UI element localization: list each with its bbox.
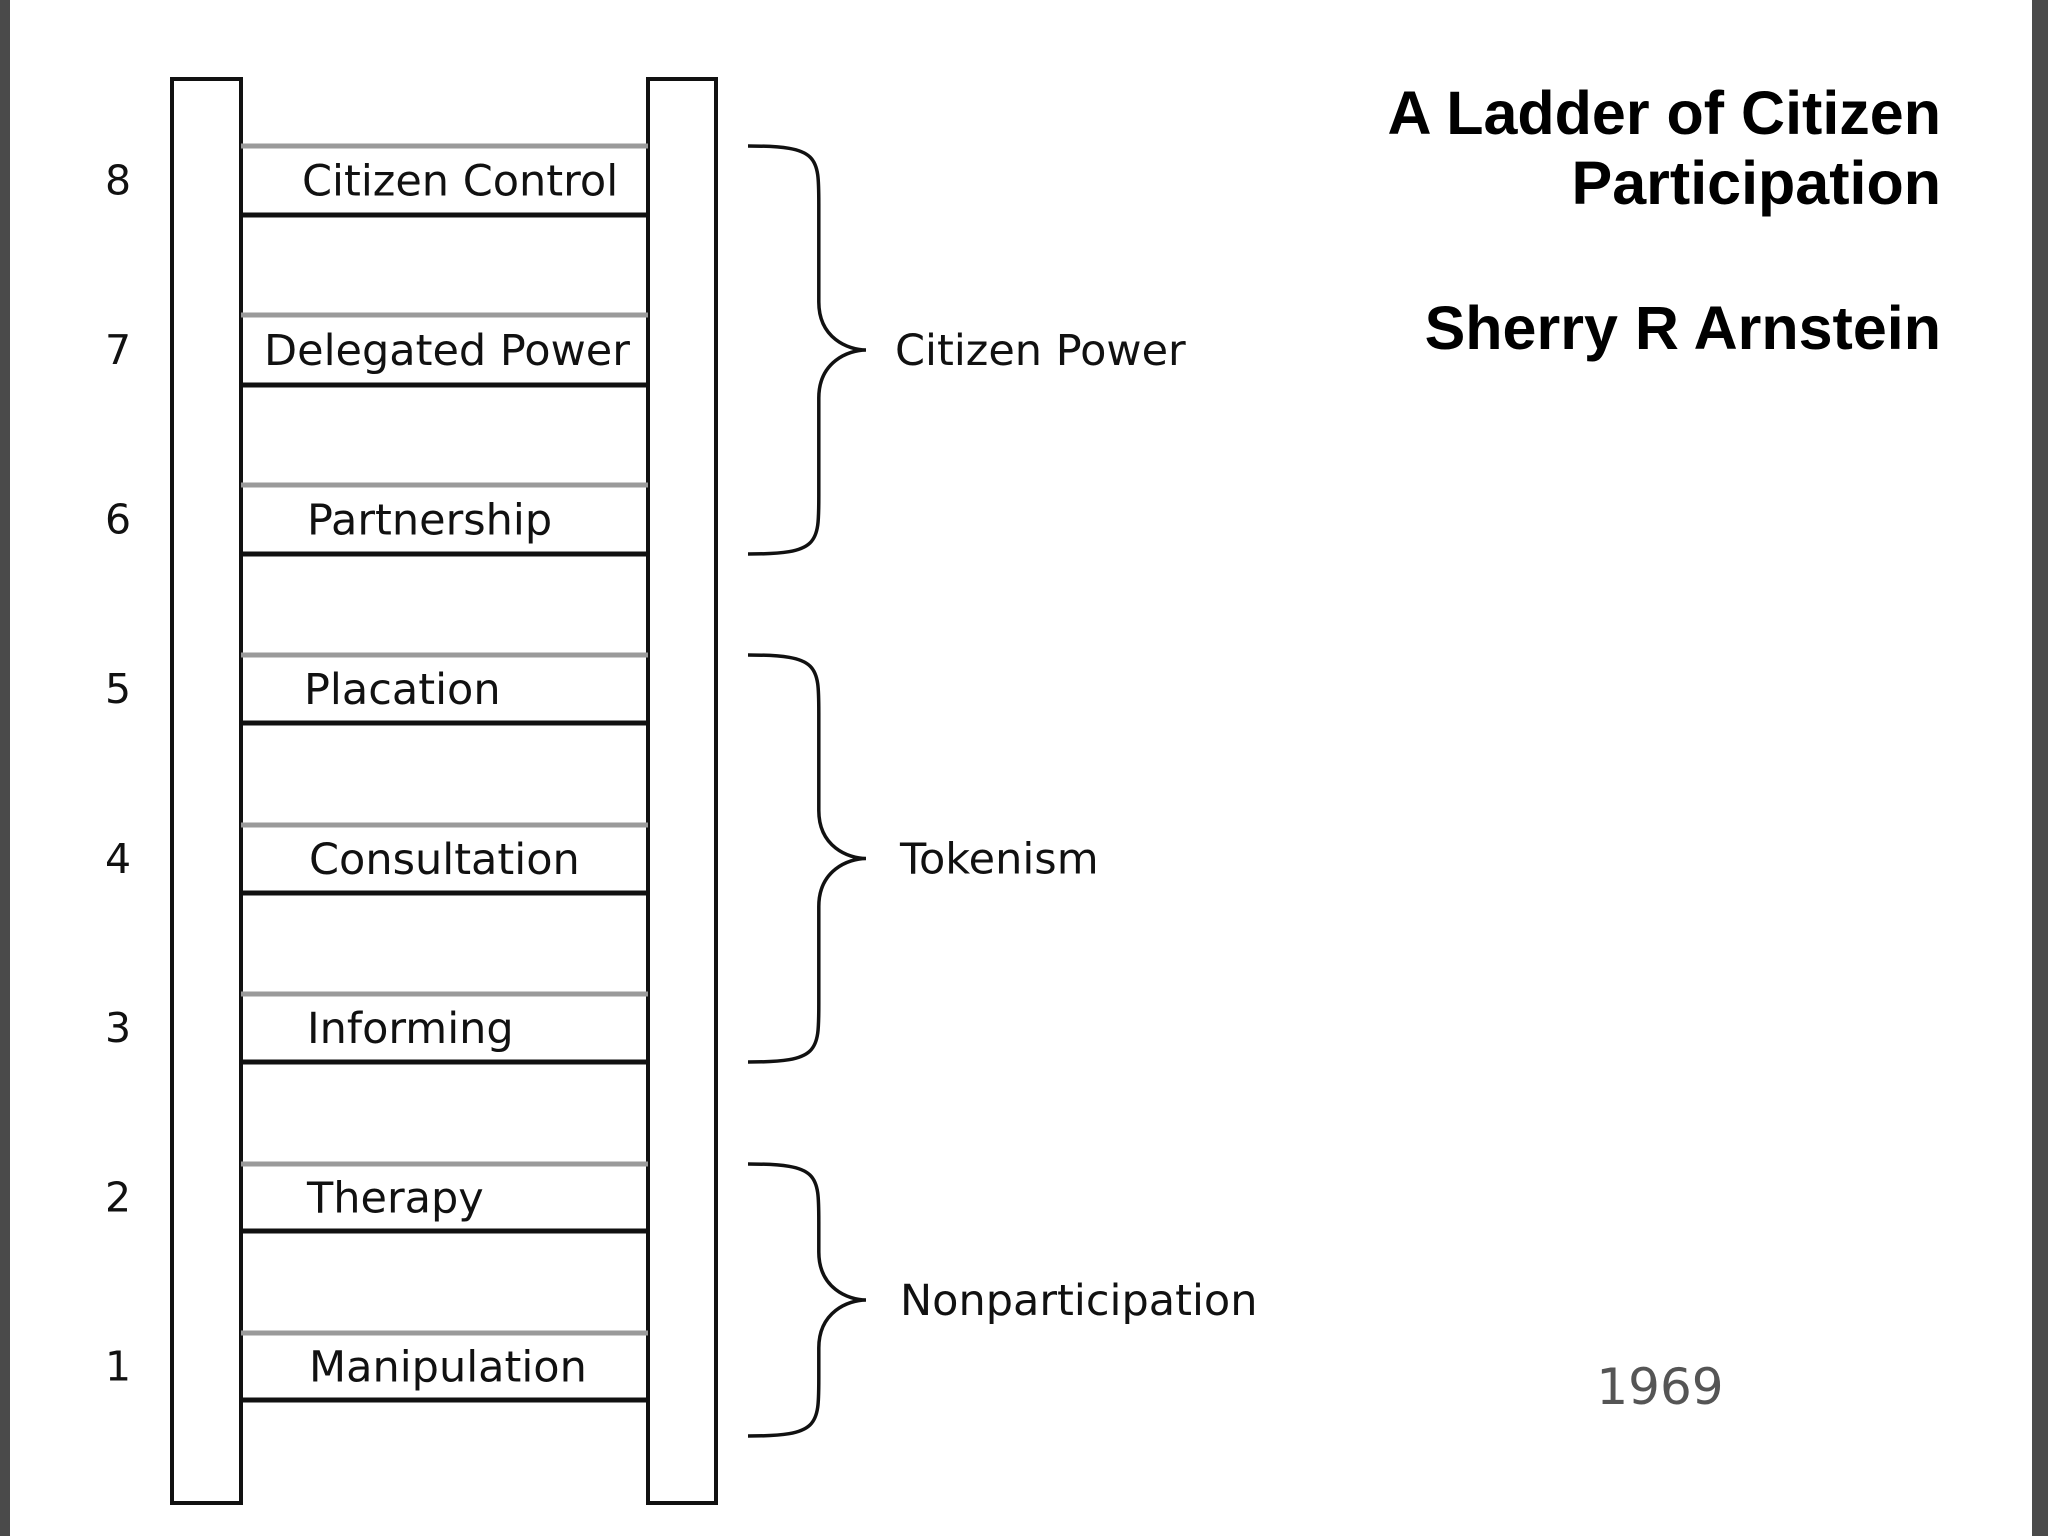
brace-shape	[747, 144, 867, 556]
rung-label: Therapy	[306, 1174, 484, 1224]
group-label: Nonparticipation	[900, 1276, 1257, 1326]
rung-label: Delegated Power	[264, 326, 630, 376]
rung-number: 4	[105, 835, 131, 883]
rung-number: 7	[105, 326, 131, 374]
rung-label: Manipulation	[309, 1343, 587, 1393]
rung-number: 3	[105, 1004, 131, 1052]
right-border	[2032, 0, 2048, 1536]
ladder-rung: Citizen Control 8	[105, 143, 648, 218]
rung-number: 8	[105, 157, 131, 205]
ladder-left-rail	[170, 77, 243, 1505]
rung-number: 6	[105, 496, 131, 544]
ladder-right-rail	[646, 77, 718, 1505]
rung-label: Informing	[307, 1004, 514, 1054]
group-brace: Nonparticipation	[747, 1162, 1257, 1438]
ladder-rung: Manipulation 1	[105, 1330, 648, 1403]
group-brace: Tokenism	[747, 653, 1099, 1064]
ladder-rung: Delegated Power 7	[105, 312, 648, 388]
rung-label: Partnership	[307, 496, 552, 546]
group-label: Citizen Power	[895, 326, 1186, 376]
ladder-rung: Placation 5	[105, 652, 648, 726]
brace-shape	[747, 1162, 867, 1438]
ladder-rails	[170, 77, 718, 1505]
diagram-year: 1969	[1596, 1358, 1724, 1416]
ladder-rung: Therapy 2	[105, 1161, 648, 1234]
diagram-title: A Ladder of Citizen Participation	[1387, 79, 1941, 217]
ladder-rung: Partnership 6	[105, 482, 648, 557]
group-label: Tokenism	[899, 835, 1099, 885]
ladder-rung: Informing 3	[105, 991, 648, 1065]
diagram-author: Sherry R Arnstein	[1424, 294, 1941, 362]
rung-label: Citizen Control	[302, 157, 618, 207]
ladder-rung: Consultation 4	[105, 822, 648, 896]
rung-label: Consultation	[309, 835, 580, 885]
rung-number: 5	[105, 665, 131, 713]
rung-number: 1	[105, 1343, 131, 1391]
group-brace: Citizen Power	[747, 144, 1186, 556]
left-border	[0, 0, 10, 1536]
brace-shape	[747, 653, 867, 1064]
rung-label: Placation	[304, 665, 501, 715]
rung-number: 2	[105, 1174, 131, 1222]
